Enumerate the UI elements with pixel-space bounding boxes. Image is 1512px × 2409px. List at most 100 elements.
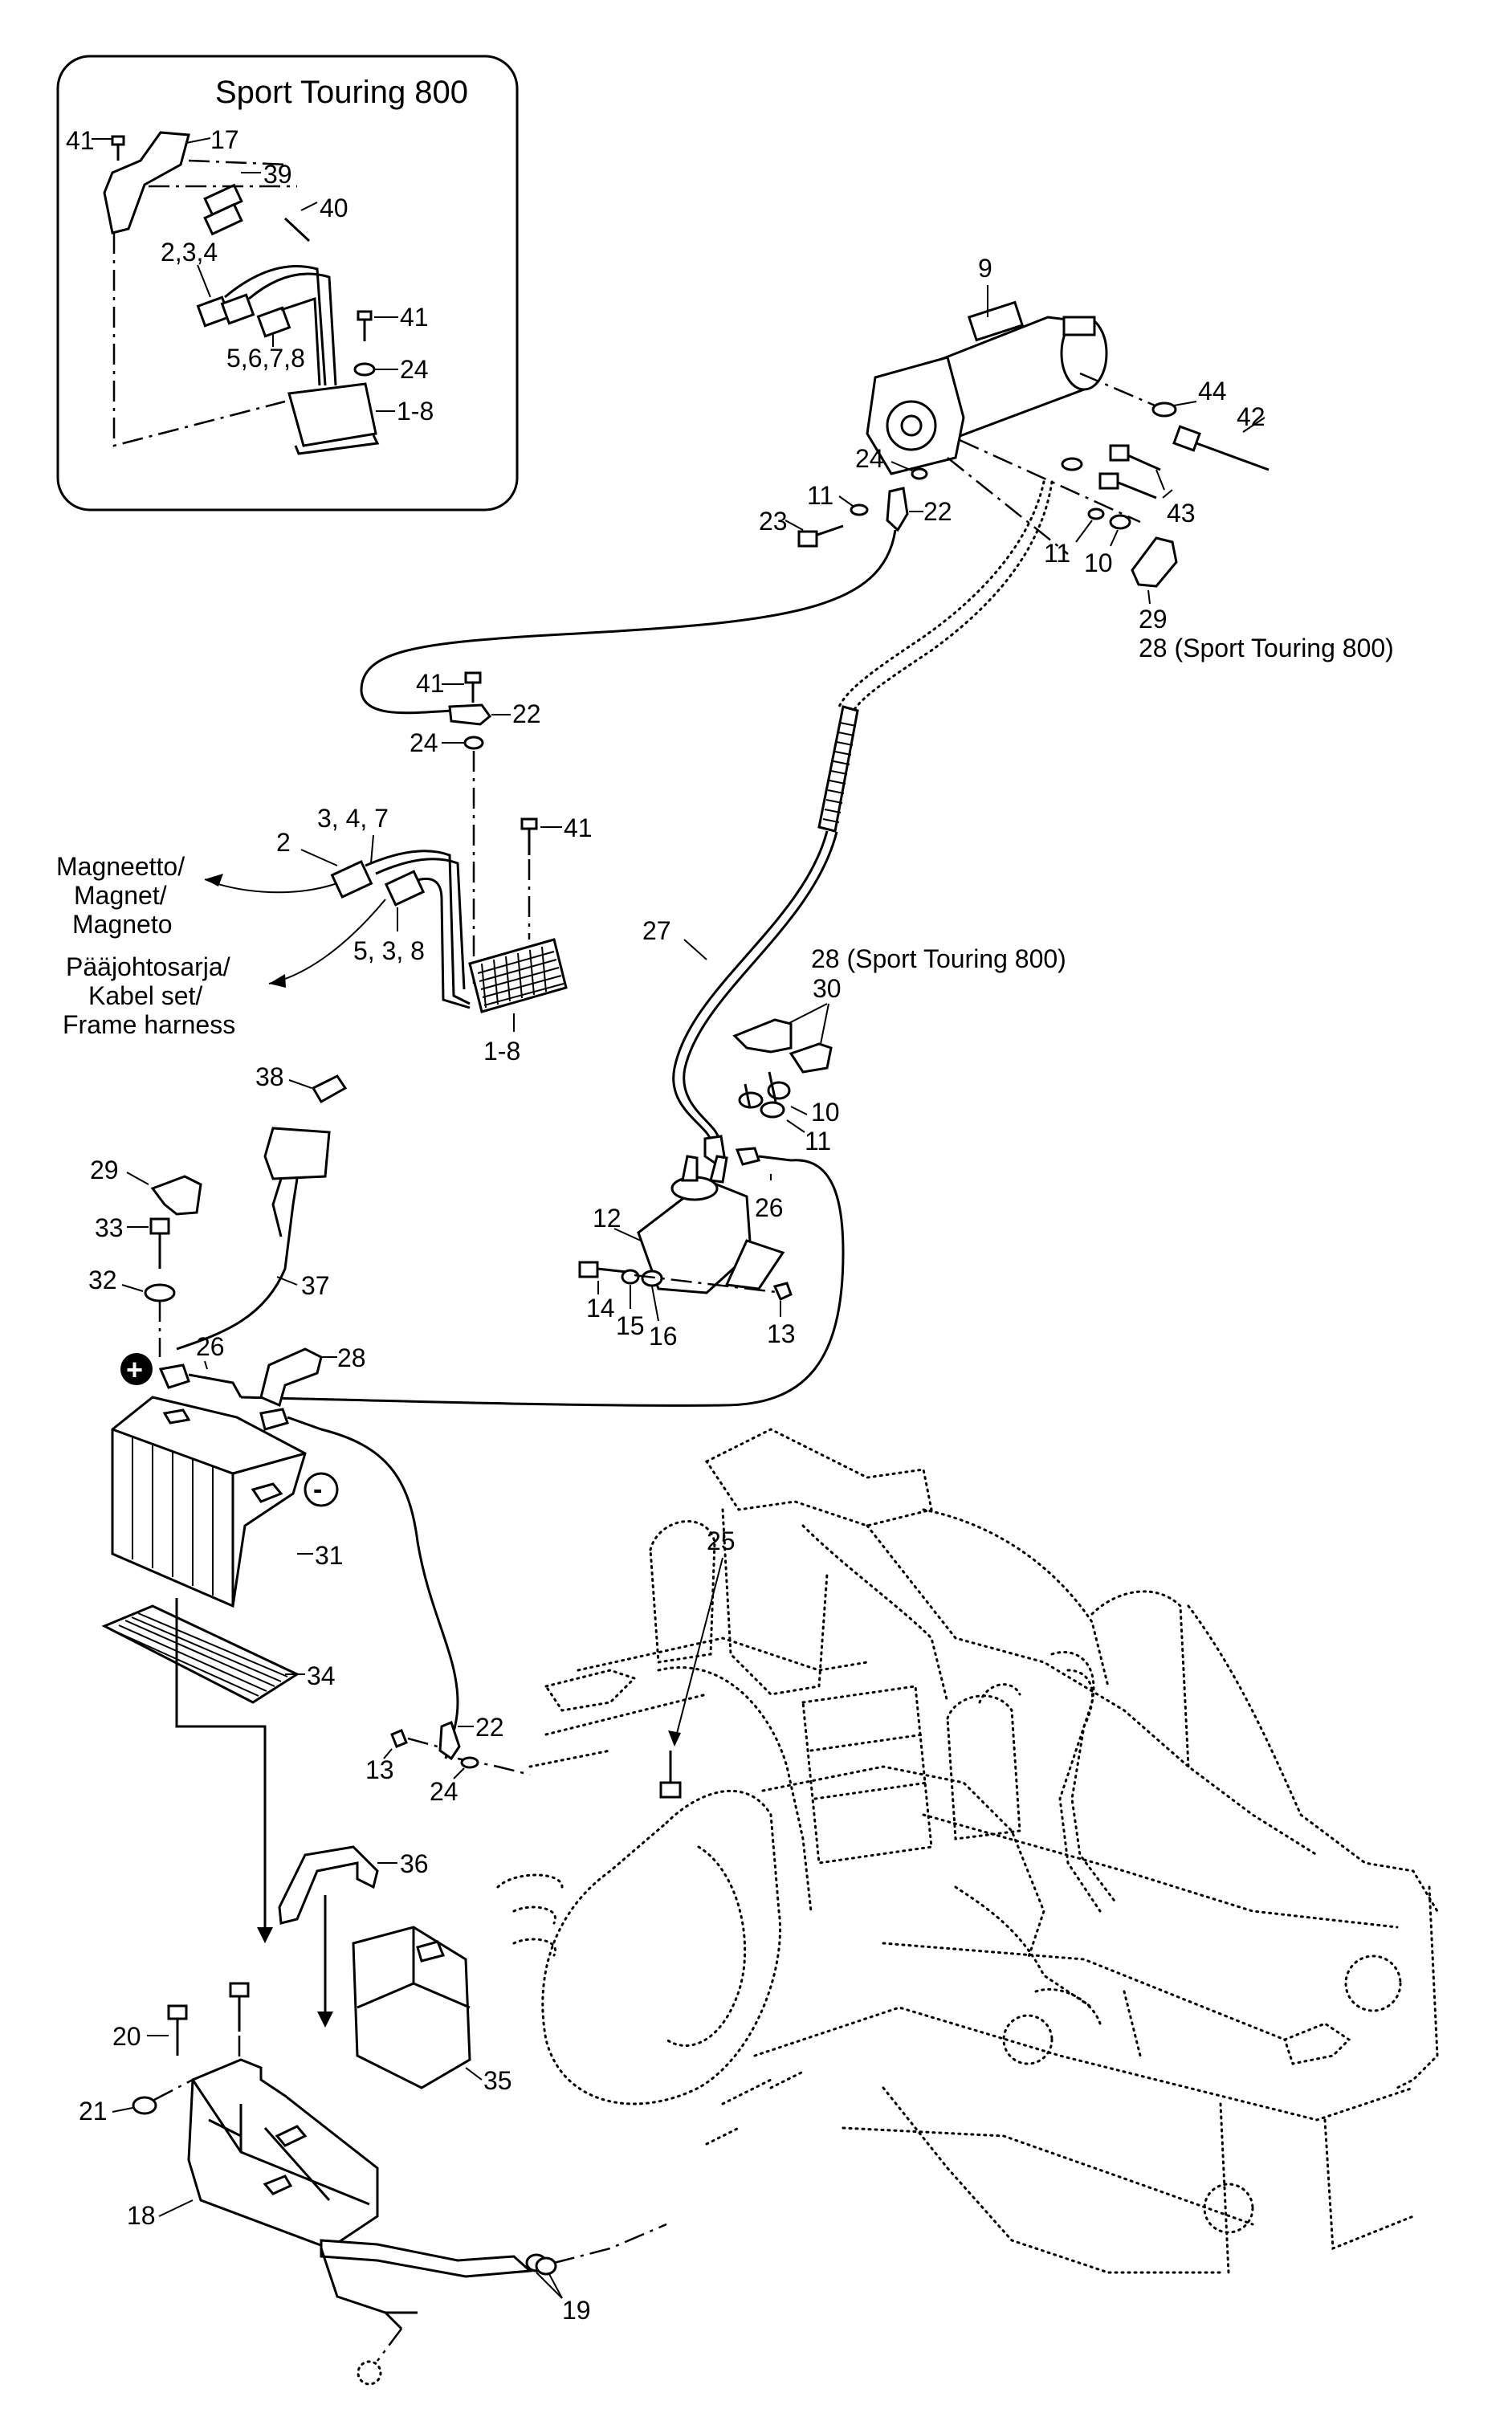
callout-25: 25 bbox=[707, 1527, 736, 1555]
callout-29-top: 29 bbox=[1139, 605, 1168, 634]
washer-11-sol-b bbox=[760, 1101, 785, 1119]
note-magneto-2: Magnet/ bbox=[74, 881, 167, 910]
callout-43: 43 bbox=[1167, 499, 1196, 528]
cable-26-battery bbox=[158, 1363, 190, 1389]
callout-30: 30 bbox=[813, 974, 842, 1003]
nut-10-top bbox=[1109, 514, 1131, 530]
callout-33: 33 bbox=[95, 1213, 124, 1242]
cable-26-lug bbox=[735, 1147, 760, 1166]
regulator-1-8-inset bbox=[287, 382, 377, 447]
nut-13-bottom bbox=[390, 1729, 408, 1748]
bolt-41-reg-b bbox=[520, 817, 538, 855]
callout-40: 40 bbox=[320, 194, 348, 222]
callout-13-solenoid: 13 bbox=[767, 1319, 796, 1348]
washer-44 bbox=[1151, 402, 1177, 418]
note-harness-1: Pääjohtosarja/ bbox=[66, 952, 230, 981]
callout-21: 21 bbox=[79, 2097, 108, 2126]
plus-marker-circle bbox=[120, 1353, 153, 1385]
boot-28-battery bbox=[259, 1347, 323, 1408]
callout-19: 19 bbox=[562, 2296, 591, 2325]
minus-marker-circle bbox=[304, 1472, 339, 1507]
bolt-25 bbox=[659, 1751, 682, 1799]
callout-11-mid: 11 bbox=[1044, 539, 1070, 568]
washer-24-reg bbox=[463, 736, 484, 750]
plus-marker: + bbox=[126, 1353, 143, 1386]
washer-11-mid bbox=[1087, 507, 1105, 520]
pin-40 bbox=[283, 217, 311, 243]
callout-3-4-7: 3, 4, 7 bbox=[317, 804, 389, 833]
battery-31 bbox=[111, 1396, 307, 1608]
cable-starter-dotted bbox=[838, 480, 1045, 708]
callout-23: 23 bbox=[759, 507, 788, 536]
callout-26-solenoid: 26 bbox=[755, 1193, 784, 1222]
bolt-41-reg-top bbox=[464, 671, 482, 703]
washer-16 bbox=[641, 1270, 663, 1287]
callout-1-8-reg: 1-8 bbox=[483, 1037, 520, 1066]
bolt-41-inset bbox=[111, 135, 125, 161]
callout-26-battery: 26 bbox=[196, 1332, 225, 1361]
chassis-frame bbox=[496, 1428, 1439, 2274]
callout-5-6-7-8-inset: 5,6,7,8 bbox=[226, 344, 305, 373]
callout-11-top: 11 bbox=[807, 481, 833, 510]
cable-lug-22-bottom bbox=[438, 1720, 461, 1761]
callout-41-reg: 41 bbox=[416, 669, 445, 698]
callout-41-inset-b: 41 bbox=[400, 303, 429, 332]
callout-24-inset: 24 bbox=[400, 355, 429, 384]
washer-11-top bbox=[850, 503, 869, 516]
minus-marker: - bbox=[313, 1474, 322, 1505]
washer-44b bbox=[1061, 457, 1083, 471]
callout-38: 38 bbox=[255, 1062, 284, 1091]
bolt-42 bbox=[1172, 425, 1270, 471]
callout-36: 36 bbox=[400, 1849, 429, 1878]
washer-15 bbox=[621, 1269, 640, 1285]
nut-13-solenoid bbox=[772, 1282, 793, 1302]
fuse-holder-37 bbox=[176, 1127, 331, 1351]
bolts-20 bbox=[167, 1982, 250, 2056]
callout-44: 44 bbox=[1198, 377, 1227, 406]
callout-37: 37 bbox=[301, 1271, 330, 1300]
cable-lug-22-top bbox=[886, 487, 909, 532]
callout-1-8-inset: 1-8 bbox=[397, 397, 434, 426]
callout-35: 35 bbox=[483, 2066, 512, 2095]
callout-31: 31 bbox=[315, 1541, 344, 1570]
callout-41-reg-b: 41 bbox=[564, 813, 593, 842]
washer-24-inset bbox=[353, 362, 376, 377]
callout-22-bottom: 22 bbox=[475, 1713, 504, 1742]
arrow-head-harness bbox=[269, 974, 286, 988]
note-harness-2: Kabel set/ bbox=[88, 981, 202, 1010]
callout-11-solenoid: 11 bbox=[805, 1127, 831, 1156]
rivet-bottom bbox=[357, 2360, 382, 2386]
bolt-23 bbox=[797, 524, 844, 548]
solenoid-12 bbox=[637, 1155, 785, 1294]
bolts-43 bbox=[1098, 444, 1161, 499]
callout-32: 32 bbox=[88, 1266, 117, 1294]
cover-35 bbox=[352, 1926, 471, 2089]
callout-12: 12 bbox=[593, 1204, 622, 1233]
callout-20: 20 bbox=[112, 2022, 141, 2051]
bolt-33 bbox=[149, 1217, 170, 1269]
callout-15: 15 bbox=[616, 1311, 645, 1340]
callout-42: 42 bbox=[1237, 402, 1265, 431]
callout-10-top: 10 bbox=[1084, 548, 1113, 577]
callout-16: 16 bbox=[649, 1322, 678, 1351]
callout-39: 39 bbox=[263, 160, 292, 189]
callout-29-battery: 29 bbox=[90, 1156, 119, 1184]
cable-ground-starter bbox=[360, 529, 897, 715]
connectors-regulator bbox=[330, 850, 471, 1009]
note-harness-3: Frame harness bbox=[63, 1010, 235, 1039]
pad-34 bbox=[101, 1604, 300, 1704]
boot-29-top bbox=[1131, 536, 1178, 588]
battery-tray-18 bbox=[187, 2058, 533, 2330]
starter-motor-9 bbox=[866, 300, 1165, 555]
arrow-magneto bbox=[204, 878, 338, 894]
callout-18: 18 bbox=[127, 2201, 156, 2230]
boot-29-battery bbox=[150, 1175, 202, 1216]
callout-24-reg: 24 bbox=[410, 728, 438, 757]
callout-13-bottom: 13 bbox=[365, 1755, 394, 1784]
boot-30b bbox=[789, 1042, 833, 1074]
callout-17: 17 bbox=[210, 125, 239, 154]
connector-group-inset bbox=[196, 265, 337, 386]
strap-36 bbox=[278, 1845, 379, 1925]
clip-39b bbox=[203, 202, 243, 236]
